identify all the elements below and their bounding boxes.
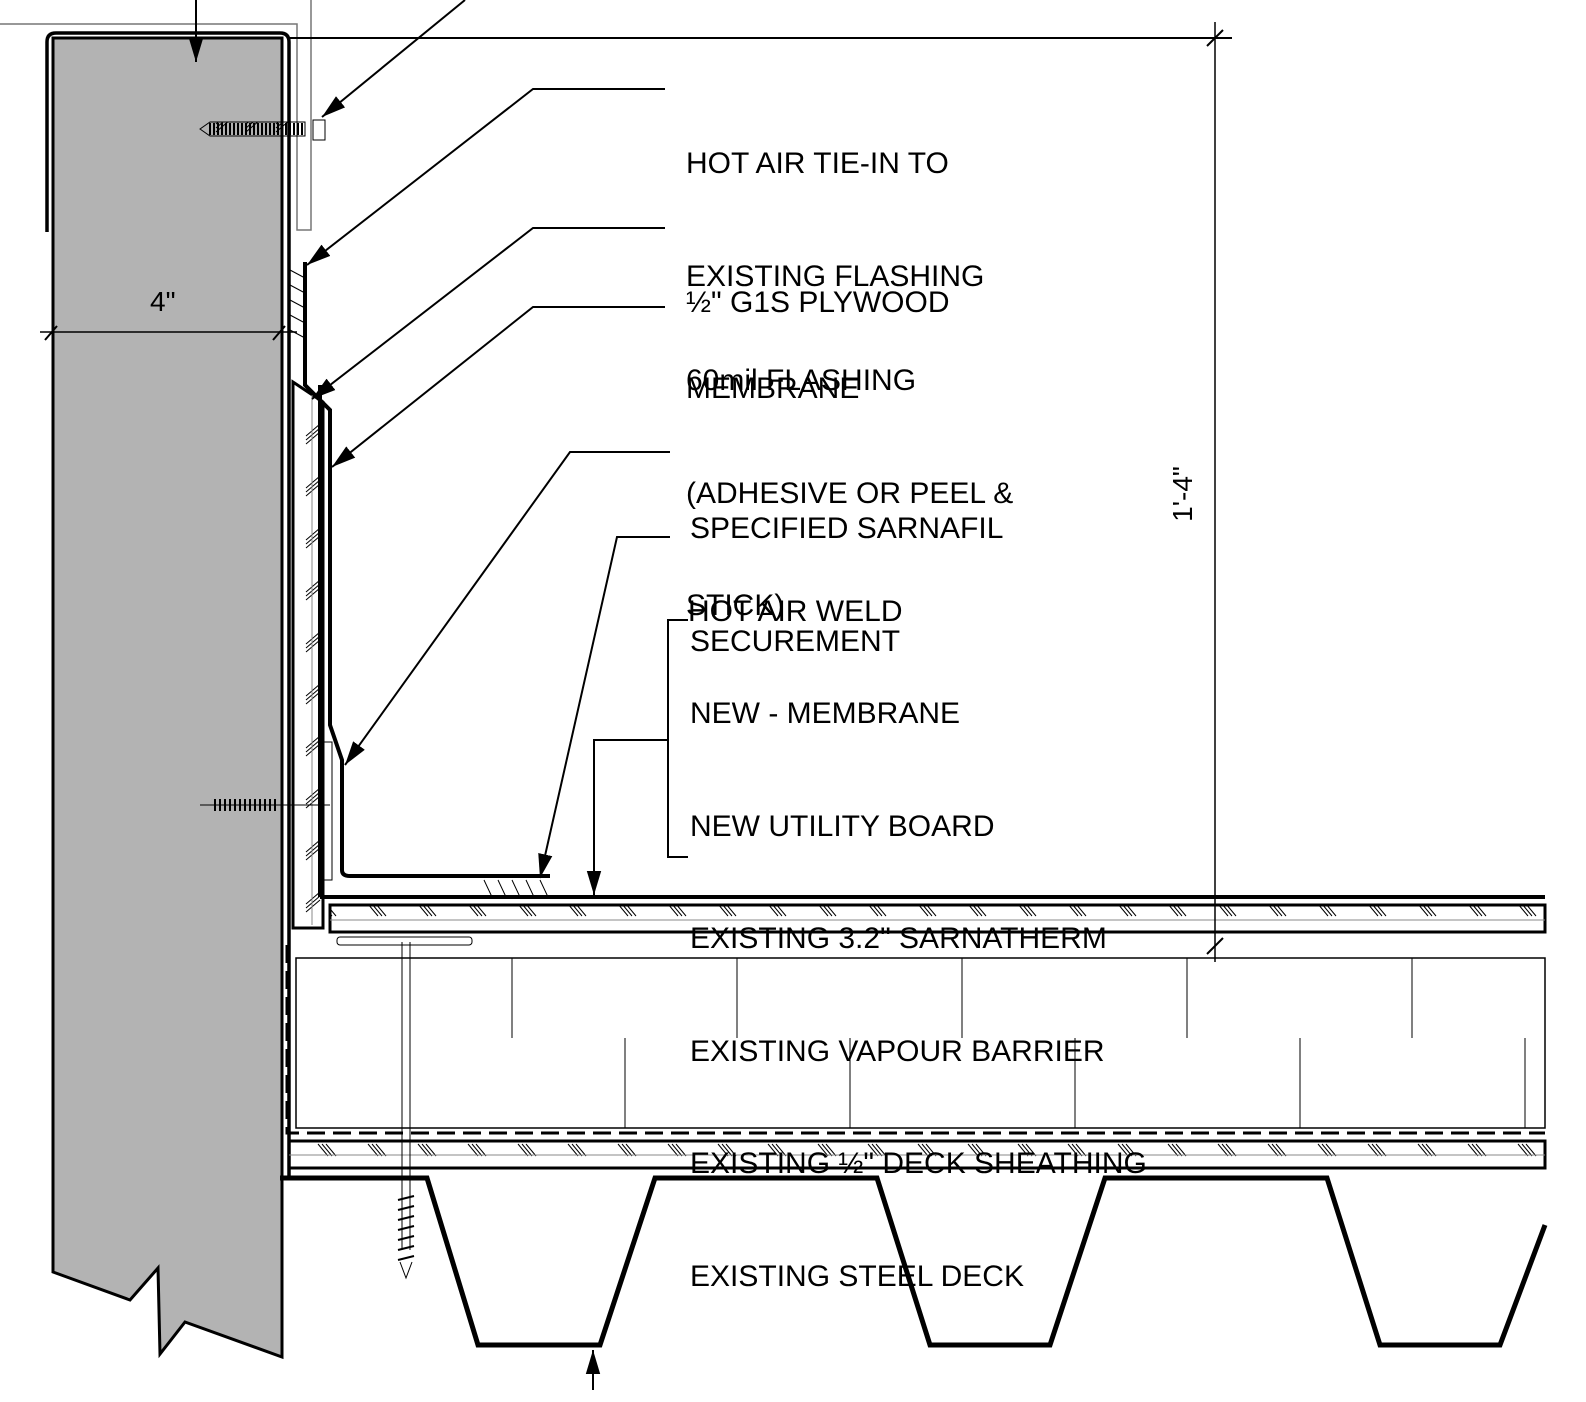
label-flashing: 60mil FLASHING (ADHESIVE OR PEEL & STICK… xyxy=(686,287,1013,662)
insulation xyxy=(295,957,1546,1129)
label-hot-air-tie-in: HOT AIR TIE-IN TO EXISTING FLASHING MEMB… xyxy=(686,70,984,445)
utility-board xyxy=(328,903,1547,934)
label-line: HOT AIR TIE-IN TO xyxy=(686,147,949,180)
label-line: HOT AIR WELD xyxy=(688,595,903,628)
label-line: EXISTING VAPOUR BARRIER xyxy=(690,1034,1105,1068)
cap-flashing xyxy=(45,31,291,1178)
label-securement: SPECIFIED SARNAFIL SECUREMENT xyxy=(690,435,1003,698)
label-roof-assembly: NEW - MEMBRANE NEW UTILITY BOARD EXISTIN… xyxy=(690,620,1147,1333)
label-line: NEW - MEMBRANE xyxy=(690,697,960,730)
label-line: MEMBRANE xyxy=(686,372,860,405)
label-line: (ADHESIVE OR PEEL & xyxy=(686,476,1014,510)
vapour-barrier xyxy=(285,945,1545,1135)
label-line: SPECIFIED SARNAFIL xyxy=(690,512,1004,545)
label-line: ½" G1S PLYWOOD xyxy=(686,286,950,319)
label-line: SECUREMENT xyxy=(690,624,901,658)
concrete-wall xyxy=(51,36,284,1360)
height-dimension: 1'-4" xyxy=(1166,466,1198,522)
steel-deck xyxy=(280,1175,1548,1348)
roof-membrane xyxy=(318,385,1545,899)
label-line: NEW UTILITY BOARD xyxy=(690,809,995,843)
label-hot-air-weld: HOT AIR WELD xyxy=(688,518,902,668)
label-line: EXISTING 3.2" SARNATHERM xyxy=(690,922,1107,955)
label-line: EXISTING STEEL DECK xyxy=(690,1259,1024,1293)
wall-width-dimension: 4" xyxy=(150,286,176,317)
label-line: EXISTING FLASHING xyxy=(686,259,985,293)
screw-top xyxy=(199,119,326,141)
label-line: 60mil FLASHING xyxy=(686,364,917,397)
label-line: STICK) xyxy=(686,589,785,622)
label-plywood: ½" G1S PLYWOOD xyxy=(686,209,950,359)
label-line: EXISTING ½" DECK SHEATHING xyxy=(690,1147,1147,1180)
flashing-membrane xyxy=(303,262,550,878)
